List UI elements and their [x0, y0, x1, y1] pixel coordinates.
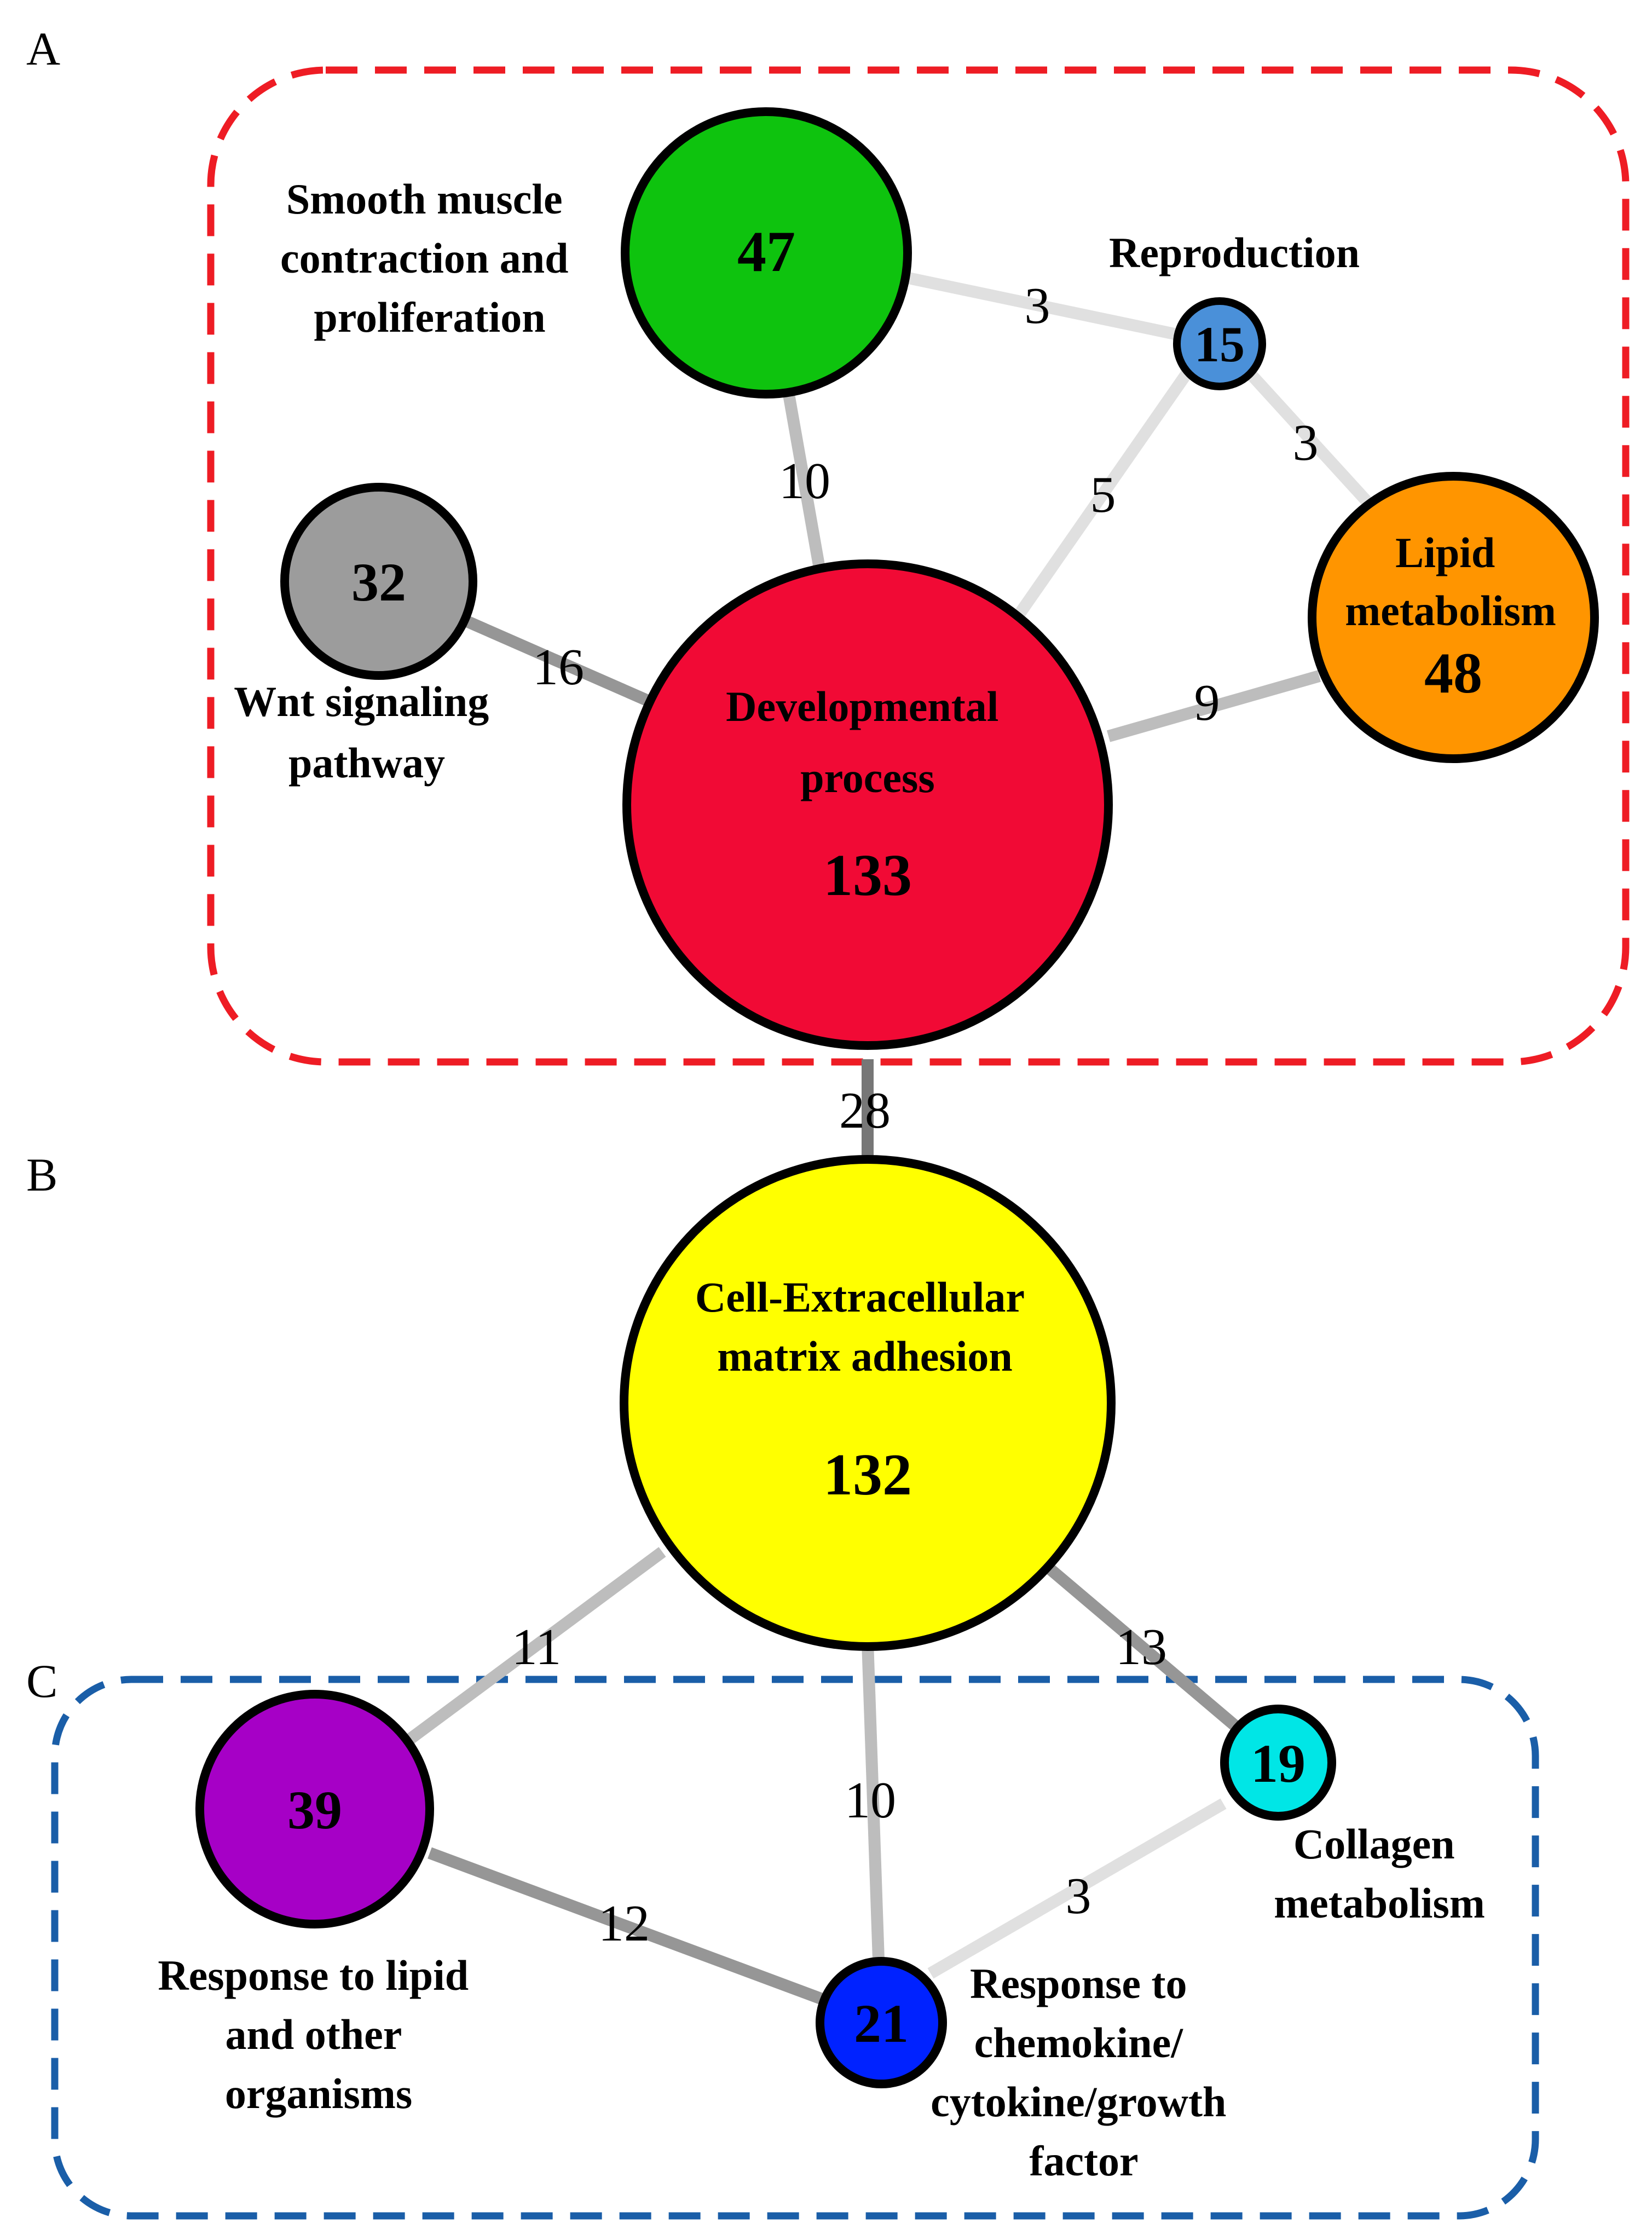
edge-smooth-muscle-reproduction — [907, 272, 1181, 341]
group-box-c — [51, 1676, 1539, 2220]
node-label-collagen-metabolism: Collagen metabolism — [1274, 1820, 1485, 1927]
node-reproduction — [1173, 297, 1266, 390]
edge-weight-label: 13 — [1116, 1619, 1167, 1676]
edge-collagen-response-chemokine — [927, 1798, 1227, 1979]
edge-weight-label: 9 — [1194, 674, 1220, 731]
node-label-developmental-process: Developmental process — [726, 683, 1009, 801]
node-label-lipid-metabolism: Lipid metabolism — [1345, 529, 1556, 634]
node-smooth-muscle — [621, 107, 912, 399]
edge-cell-ecm-response-chemokine — [862, 1642, 885, 1960]
node-response-chemokine — [816, 1957, 947, 2088]
edge-wnt-developmental — [452, 610, 657, 709]
node-lipid-metabolism — [1308, 472, 1599, 763]
node-count-smooth-muscle: 47 — [737, 220, 795, 284]
node-label-cell-ecm-adhesion: Cell-Extracellular matrix adhesion — [695, 1273, 1035, 1380]
edge-weight-label: 16 — [533, 639, 584, 696]
node-collagen-metabolism — [1220, 1705, 1336, 1821]
edge-weight-label: 5 — [1090, 466, 1116, 523]
edge-cell-ecm-response-lipid — [404, 1547, 666, 1746]
node-label-response-lipid: Response to lipid and other organisms — [158, 1951, 479, 2117]
node-labels: Developmental process Smooth muscle cont… — [158, 175, 1556, 2185]
node-label-reproduction: Reproduction — [1109, 229, 1360, 276]
nodes — [195, 107, 1599, 2088]
edges — [404, 272, 1379, 2007]
edge-labels: 3 3 10 5 16 9 28 11 10 13 12 3 — [512, 278, 1319, 1952]
node-count-wnt-signaling: 32 — [351, 552, 406, 613]
edge-reproduction-lipid-metabolism — [1227, 349, 1379, 513]
edge-weight-label: 3 — [1066, 1868, 1091, 1925]
edge-reproduction-developmental — [1013, 360, 1199, 620]
edge-weight-label: 3 — [1025, 278, 1050, 334]
node-wnt-signaling — [280, 483, 477, 680]
group-box-a — [207, 66, 1630, 1066]
edge-weight-label: 12 — [598, 1895, 650, 1952]
node-count-cell-ecm-adhesion: 132 — [823, 1442, 912, 1508]
node-count-collagen-metabolism: 19 — [1251, 1733, 1306, 1794]
edge-cell-ecm-collagen — [1038, 1558, 1244, 1735]
node-label-wnt-signaling: Wnt signaling pathway — [234, 678, 499, 787]
node-count-response-lipid: 39 — [287, 1780, 342, 1840]
node-label-smooth-muscle: Smooth muscle contraction and proliferat… — [280, 175, 579, 341]
edge-response-lipid-response-chemokine — [428, 1847, 829, 2007]
edge-weight-label: 10 — [845, 1772, 896, 1829]
node-count-reproduction: 15 — [1194, 316, 1245, 372]
edge-weight-label: 3 — [1293, 414, 1319, 471]
node-developmental-process — [622, 559, 1113, 1050]
edge-weight-label: 11 — [512, 1619, 562, 1676]
edge-lipid-metabolism-developmental — [1106, 670, 1321, 742]
node-response-lipid — [195, 1690, 434, 1928]
panel-label-c: C — [26, 1655, 57, 1707]
edge-weight-label: 10 — [779, 453, 830, 510]
node-count-lipid-metabolism: 48 — [1424, 641, 1482, 705]
edge-weight-label: 28 — [839, 1082, 891, 1139]
node-label-response-chemokine: Response to chemokine/ cytokine/growth f… — [931, 1960, 1237, 2185]
node-count-developmental-process: 133 — [823, 843, 912, 908]
node-count-response-chemokine: 21 — [854, 1993, 909, 2054]
node-counts: 133 47 15 48 32 132 39 21 19 — [287, 220, 1482, 2054]
panel-label-a: A — [26, 22, 60, 75]
node-cell-ecm-adhesion — [620, 1155, 1116, 1651]
edge-smooth-muscle-developmental — [782, 390, 827, 579]
panel-label-b: B — [26, 1148, 57, 1201]
